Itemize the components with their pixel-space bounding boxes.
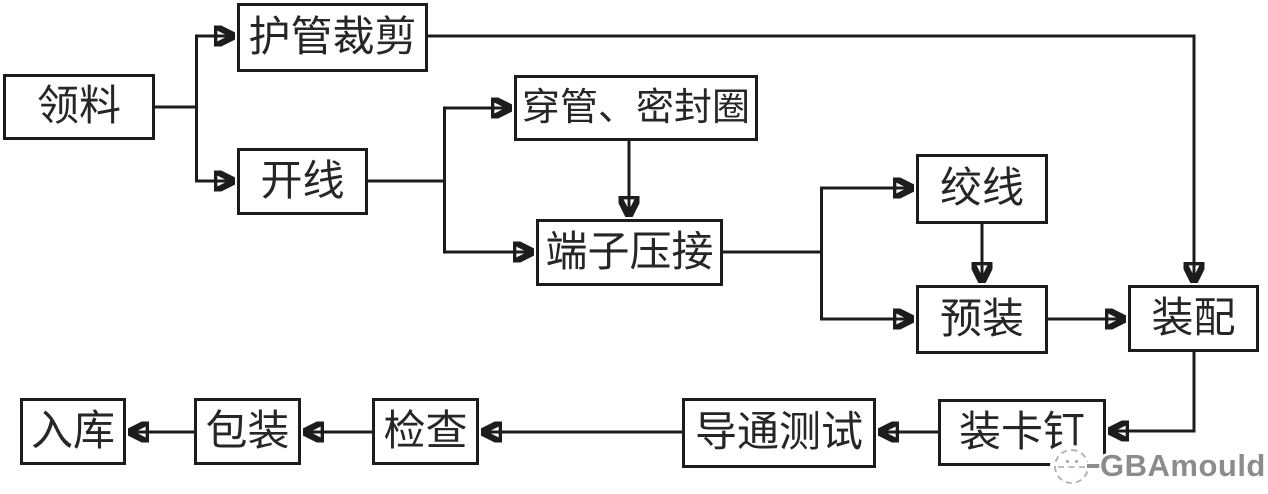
logo-dashed-line <box>1058 466 1085 468</box>
edge-huguancaijian-to-zhuangpei <box>428 34 1194 279</box>
node-label-zhuangpei: 装配 <box>1151 295 1236 342</box>
node-label-jiaoxian: 绞线 <box>939 166 1024 212</box>
node-label-yuzhuang: 预装 <box>939 296 1024 343</box>
node-label-chuanguan: 穿管、密封圈 <box>521 87 750 129</box>
node-zhuangkading: 装卡钉 <box>938 399 1106 466</box>
node-label-baozhuang: 包装 <box>205 408 290 455</box>
node-ruku: 入库 <box>20 398 126 465</box>
node-label-kaixian: 开线 <box>260 158 345 205</box>
node-lingliao: 领料 <box>3 74 155 140</box>
node-zhuangpei: 装配 <box>1128 285 1259 352</box>
node-yuzhuang: 预装 <box>916 285 1048 354</box>
edge-zhuangpei-to-zhuangkading <box>1112 352 1196 431</box>
gbamould-logo-icon <box>1054 449 1089 484</box>
logo-dots <box>1066 460 1069 463</box>
node-label-lingliao: 领料 <box>36 84 121 130</box>
node-chuanguan: 穿管、密封圈 <box>514 75 758 141</box>
watermark-dash <box>1087 464 1101 468</box>
watermark-text: GBAmould <box>1100 448 1266 483</box>
node-huguancaijian: 护管裁剪 <box>237 3 428 72</box>
node-label-huguancaijian: 护管裁剪 <box>248 14 417 61</box>
node-kaixian: 开线 <box>237 148 368 215</box>
node-baozhuang: 包装 <box>194 398 301 465</box>
node-duanziyajie: 端子压接 <box>536 219 723 286</box>
node-jiancha: 检查 <box>372 398 479 465</box>
node-label-jiancha: 检查 <box>383 408 468 455</box>
node-label-duanziyajie: 端子压接 <box>545 229 714 276</box>
node-daotongceshi: 导通测试 <box>682 398 876 468</box>
node-label-daotongceshi: 导通测试 <box>694 410 863 456</box>
node-label-zhuangkading: 装卡钉 <box>958 409 1085 456</box>
node-jiaoxian: 绞线 <box>916 154 1048 224</box>
node-label-ruku: 入库 <box>30 408 115 455</box>
